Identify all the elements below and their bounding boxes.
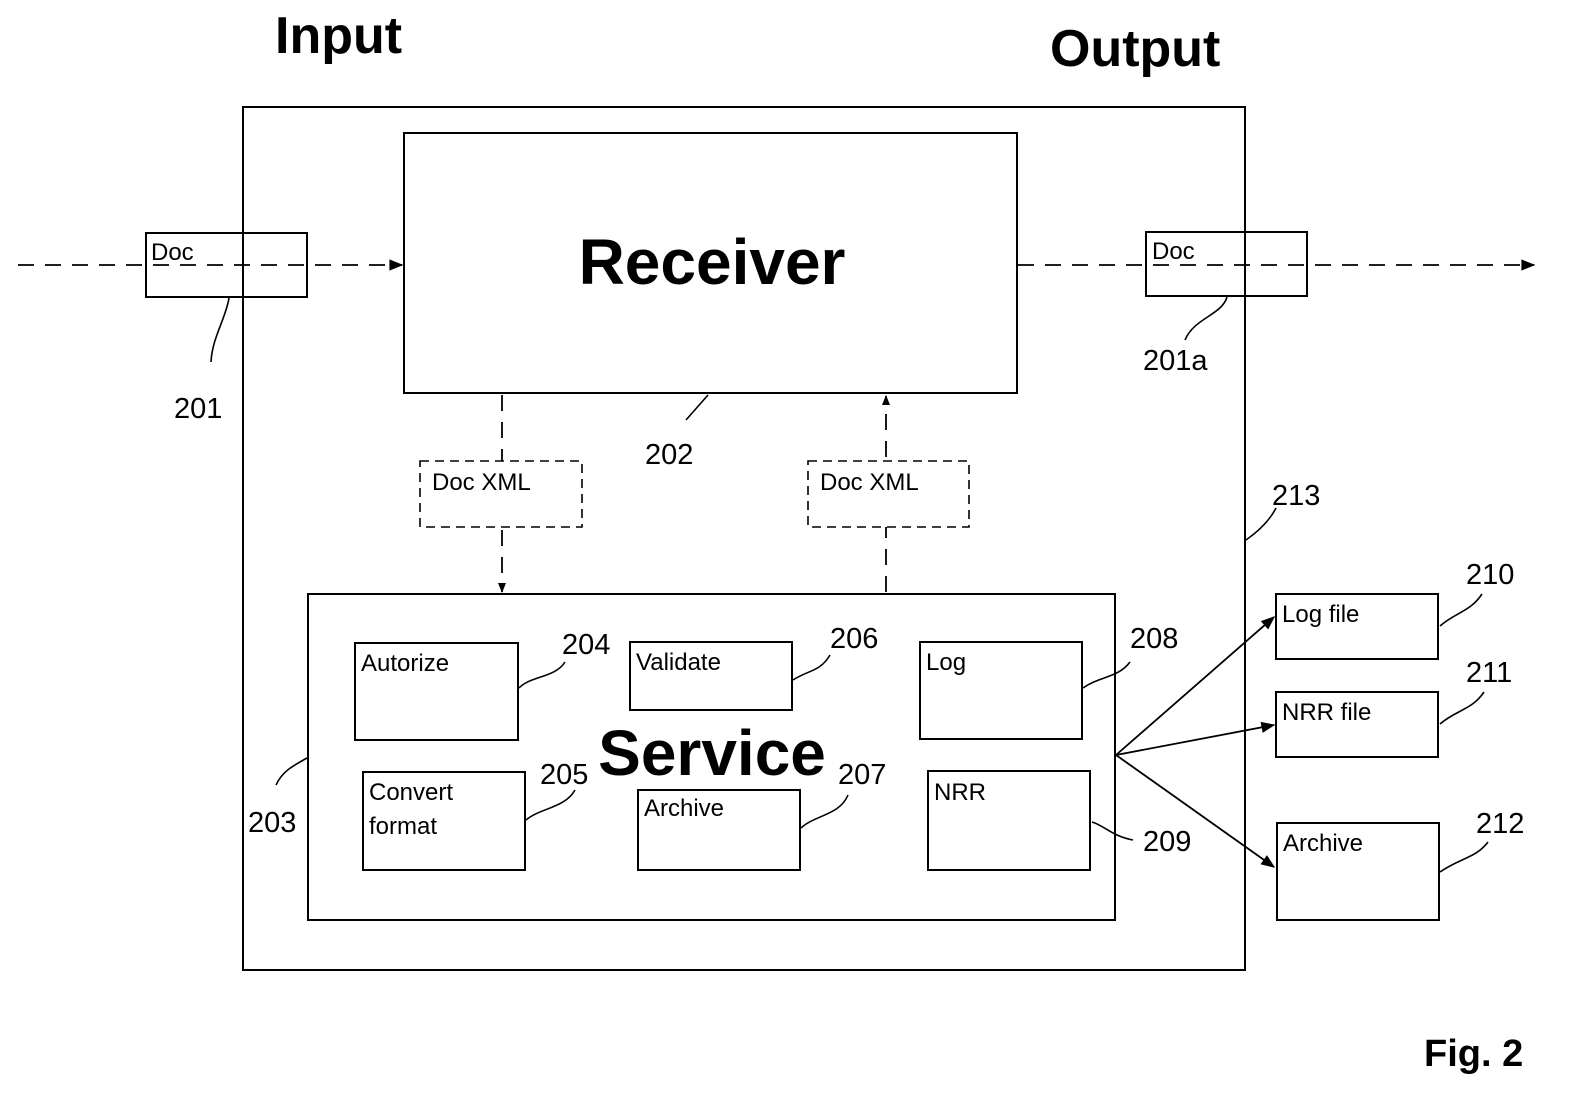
archive-output-label: Archive [1283,830,1363,857]
autorize-label: Autorize [361,650,449,677]
input-heading: Input [275,7,402,65]
doc-output-ref: 201a [1143,345,1208,377]
archive-module-ref: 207 [838,759,886,791]
doc-output-label: Doc [1152,238,1195,265]
nrr-file-leader [1440,692,1484,724]
log-file-label: Log file [1282,601,1359,628]
receiver-ref: 202 [645,439,693,471]
archive-output-ref: 212 [1476,808,1524,840]
log-file-box: Log file [1276,594,1438,659]
service-leader [276,758,307,785]
doc-xml-up-label: Doc XML [820,469,919,496]
log-file-ref: 210 [1466,559,1514,591]
validate-ref: 206 [830,623,878,655]
doc-input-ref: 201 [174,393,222,425]
convert-format-module: Convert format [363,772,525,870]
log-file-leader [1440,594,1482,626]
service-label: Service [598,717,826,789]
nrr-ref: 209 [1143,826,1191,858]
validate-label: Validate [636,649,721,676]
convert-label-line2: format [369,813,437,840]
nrr-module: NRR [928,771,1090,870]
validate-module: Validate [630,642,792,710]
log-ref: 208 [1130,623,1178,655]
arrow-to-nrr-file [1116,725,1274,755]
nrr-file-box: NRR file [1276,692,1438,757]
nrr-file-ref: 211 [1466,657,1512,689]
doc-xml-down-label: Doc XML [432,469,531,496]
service-ref: 203 [248,807,296,839]
receiver-leader [686,395,708,420]
receiver-label: Receiver [579,226,846,298]
convert-ref: 205 [540,759,588,791]
doc-input-box: Doc [146,233,307,297]
archive-module: Archive [638,790,800,870]
convert-label-line1: Convert [369,779,453,806]
log-module: Log [920,642,1082,739]
arrow-to-archive [1116,755,1274,867]
doc-output-box: Doc [1146,232,1307,296]
archive-output-leader [1440,842,1488,872]
output-heading: Output [1050,20,1220,78]
nrr-label: NRR [934,779,986,806]
doc-xml-up-box: Doc XML [808,461,969,527]
archive-output-box: Archive [1277,823,1439,920]
system-leader [1246,508,1276,540]
doc-xml-down-box: Doc XML [420,461,582,527]
doc-input-label: Doc [151,239,194,266]
autorize-ref: 204 [562,629,610,661]
nrr-file-label: NRR file [1282,699,1371,726]
system-ref: 213 [1272,480,1320,512]
archive-module-label: Archive [644,795,724,822]
log-label: Log [926,649,966,676]
doc-output-leader [1185,297,1227,340]
doc-input-leader [211,298,229,362]
figure-caption: Fig. 2 [1424,1033,1523,1075]
autorize-module: Autorize [355,643,518,740]
